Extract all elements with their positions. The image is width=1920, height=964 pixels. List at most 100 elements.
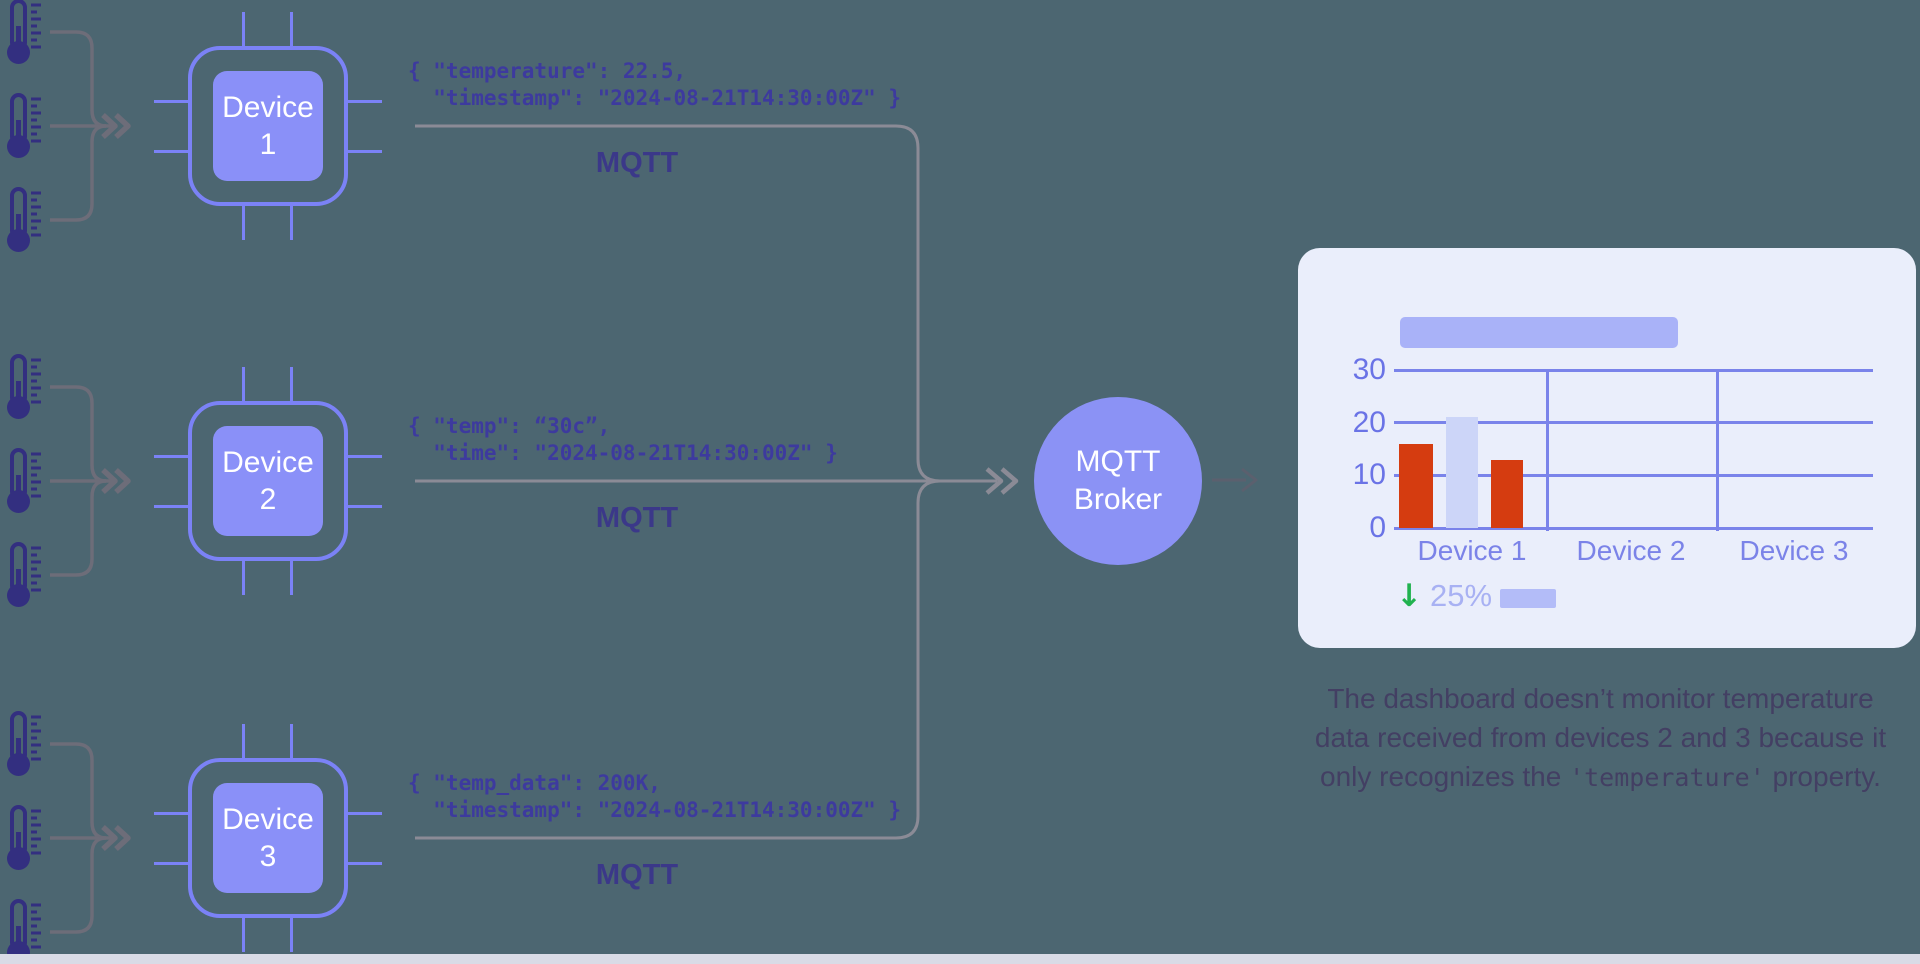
- chip-pin: [290, 367, 293, 401]
- payload-line: "time": "2024-08-21T14:30:00Z" }: [408, 441, 838, 465]
- x-axis-category-label: Device 3: [1739, 535, 1849, 566]
- mqtt-broker-node: MQTT Broker: [1034, 397, 1202, 565]
- chip-pin: [348, 455, 382, 458]
- chip-pin: [154, 100, 188, 103]
- y-axis-tick-label: 30: [1352, 353, 1386, 386]
- chip-label-line: 1: [259, 128, 277, 161]
- thermometer-icon: [7, 0, 41, 64]
- merge-arrow-icon: [114, 112, 131, 140]
- chip-label-line: 3: [259, 840, 277, 873]
- broker-label-line1: MQTT: [1075, 445, 1161, 478]
- protocol-label: MQTT: [595, 147, 679, 179]
- chip-pin: [348, 100, 382, 103]
- x-axis-category-label: Device 1: [1417, 535, 1527, 566]
- payload-line: { "temp": “30c”,: [408, 414, 611, 438]
- thermometer-icon: [7, 542, 41, 607]
- chip-pin: [348, 505, 382, 508]
- chip-pin: [154, 150, 188, 153]
- gridline: [1394, 421, 1873, 425]
- category-divider: [1716, 368, 1719, 531]
- chip-pin: [154, 862, 188, 865]
- payload-line: { "temp_data": 200K,: [408, 771, 661, 795]
- mqtt-wire: [415, 124, 941, 483]
- thermometer-icon: [7, 354, 41, 419]
- sensor-wire: [50, 124, 107, 222]
- payload-line: "timestamp": "2024-08-21T14:30:00Z" }: [408, 86, 902, 110]
- caption-line3: only recognizes the 'temperature' proper…: [1278, 757, 1920, 797]
- merge-arrow-icon: [114, 824, 131, 852]
- thermometer-icon: [7, 711, 41, 776]
- chart-title-placeholder: [1400, 317, 1678, 348]
- chip-pin: [290, 561, 293, 595]
- chip-pin: [154, 505, 188, 508]
- caption-line3-after: property.: [1764, 761, 1881, 792]
- payload-line: { "temperature": 22.5,: [408, 59, 687, 83]
- x-axis-category-label: Device 2: [1576, 535, 1686, 566]
- broker-label-line2: Broker: [1073, 483, 1163, 516]
- chip-pin: [154, 812, 188, 815]
- thermometer-icon: [7, 93, 41, 158]
- sensor-wire: [50, 742, 107, 840]
- payload-json: { "temp": “30c”, "time": "2024-08-21T14:…: [408, 413, 838, 467]
- mqtt-wire: [415, 479, 941, 840]
- y-axis-tick-label: 10: [1352, 458, 1386, 492]
- gridline: [1394, 368, 1873, 372]
- sensor-wire: [50, 385, 107, 483]
- merge-arrow-icon: [101, 467, 118, 495]
- caption-line1: The dashboard doesn’t monitor temperatur…: [1327, 683, 1874, 714]
- broker-in-arrow-icon: [1000, 467, 1019, 495]
- thermometer-icon: [7, 448, 41, 513]
- chip-label-line: Device: [222, 91, 314, 124]
- caption-line3-before: only recognizes the: [1320, 761, 1570, 792]
- chip-pin: [290, 12, 293, 46]
- category-divider: [1546, 368, 1549, 531]
- protocol-label: MQTT: [595, 502, 679, 534]
- protocol-label: MQTT: [595, 859, 679, 891]
- merge-arrow-icon: [114, 467, 131, 495]
- stat-row: ↓ 25%: [1396, 578, 1557, 614]
- chip-pin: [290, 918, 293, 952]
- caption: The dashboard doesn’t monitor temperatur…: [1278, 679, 1920, 797]
- device-chip: [188, 46, 348, 206]
- chip-pin: [290, 724, 293, 758]
- stat-value: 25%: [1429, 578, 1493, 613]
- bottom-edge-strip: [0, 954, 1920, 964]
- broker-out-arrow-icon: [1241, 467, 1258, 493]
- thermometer-icon: [7, 805, 41, 870]
- stat-placeholder: [1500, 588, 1557, 608]
- sensor-wire: [50, 30, 107, 128]
- chip-label-line: 2: [259, 483, 277, 516]
- merge-arrow-icon: [101, 824, 118, 852]
- chip-pin: [348, 150, 382, 153]
- thermometer-icon: [7, 187, 41, 252]
- chip-pin: [242, 918, 245, 952]
- merge-arrow-icon: [101, 112, 118, 140]
- chip-body: Device 1: [213, 71, 323, 181]
- chip-pin: [242, 724, 245, 758]
- chip-pin: [348, 812, 382, 815]
- payload-json: { "temperature": 22.5, "timestamp": "202…: [408, 58, 901, 112]
- chip-pin: [348, 862, 382, 865]
- y-axis-tick-label: 0: [1369, 511, 1386, 544]
- payload-line: "timestamp": "2024-08-21T14:30:00Z" }: [408, 798, 902, 822]
- caption-line2: data received from devices 2 and 3 becau…: [1314, 722, 1887, 753]
- device-chip: [188, 758, 348, 918]
- y-axis-tick-label: 20: [1352, 405, 1386, 439]
- device-chip: [188, 401, 348, 561]
- payload-json: { "temp_data": 200K, "timestamp": "2024-…: [408, 770, 901, 824]
- chip-pin: [242, 561, 245, 595]
- chip-pin: [242, 367, 245, 401]
- broker-in-arrow-icon: [985, 467, 1004, 495]
- down-arrow-icon: ↓: [1396, 578, 1422, 614]
- chart-bar: [1491, 459, 1523, 528]
- sensor-wire: [50, 479, 107, 577]
- chip-pin: [242, 12, 245, 46]
- sensor-wire: [50, 836, 107, 934]
- caption-code: 'temperature': [1569, 763, 1765, 792]
- chart-bar: [1446, 417, 1478, 528]
